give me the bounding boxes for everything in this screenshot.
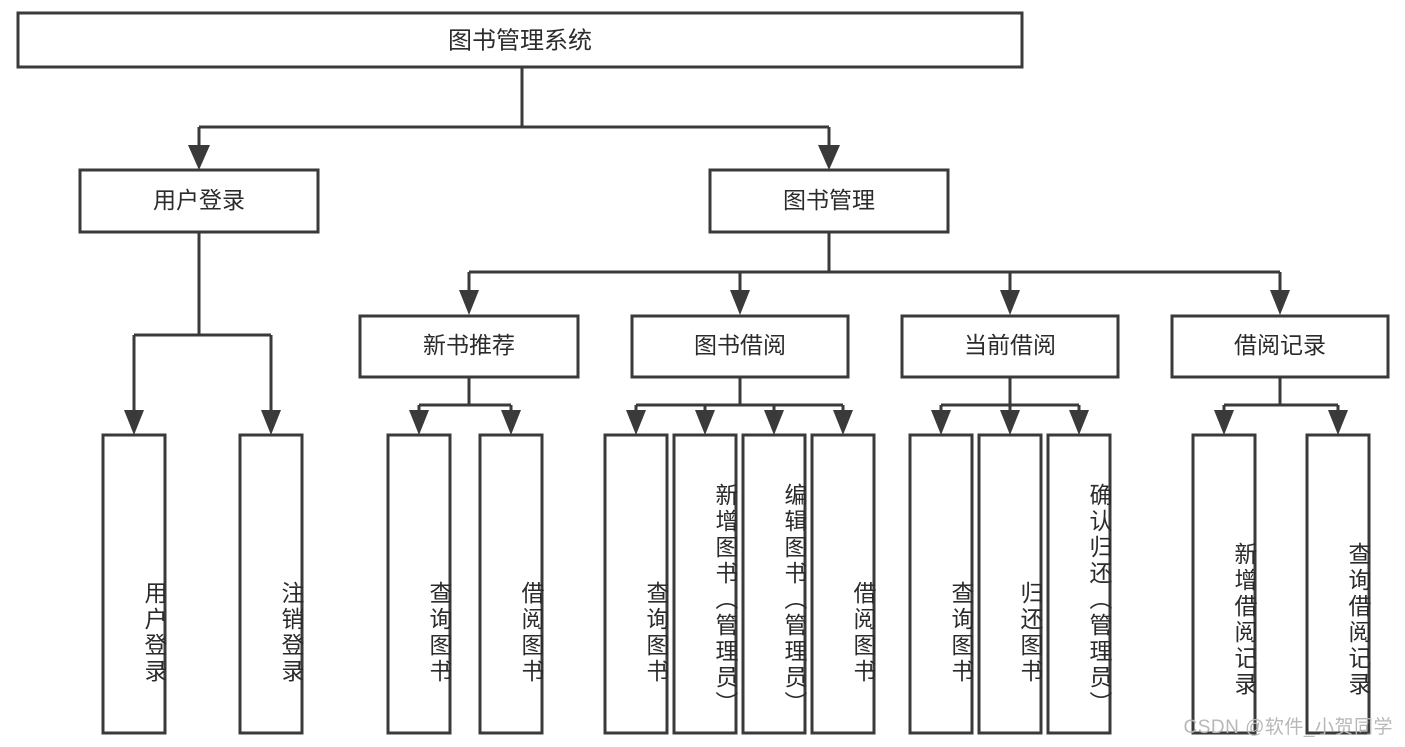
node-book-management[interactable]: 图书管理 — [708, 168, 950, 234]
leaf-box[interactable] — [1046, 433, 1112, 735]
node-root[interactable]: 图书管理系统 — [16, 11, 1024, 69]
connector-root-to-level1 — [188, 67, 840, 170]
leaf-box[interactable] — [810, 433, 876, 735]
node-book-management-label: 图书管理 — [783, 187, 875, 213]
leaf-box[interactable] — [741, 433, 807, 735]
node-new-book-recommend[interactable]: 新书推荐 — [358, 314, 580, 379]
leaf-box[interactable] — [1191, 433, 1257, 735]
leaf-box-group-new-book-recommend — [386, 433, 544, 735]
node-user-login[interactable]: 用户登录 — [78, 168, 320, 234]
node-book-borrow[interactable]: 图书借阅 — [630, 314, 850, 379]
node-current-borrow[interactable]: 当前借阅 — [900, 314, 1120, 379]
connector-current-borrow-to-leaves — [931, 377, 1089, 435]
node-book-borrow-label: 图书借阅 — [694, 332, 786, 358]
connector-book-borrow-to-leaves — [626, 377, 853, 435]
leaf-box-group-current-borrow — [908, 433, 1112, 735]
leaf-box[interactable] — [238, 433, 304, 735]
watermark: CSDN @软件_小贺同学 — [1183, 717, 1393, 738]
connector-new-book-to-leaves — [409, 377, 521, 435]
leaf-box-group-book-borrow — [603, 433, 876, 735]
node-user-login-label: 用户登录 — [153, 187, 245, 213]
connector-user-login-to-leaves — [124, 232, 281, 435]
leaf-box-group-borrow-record — [1191, 433, 1371, 735]
leaf-box[interactable] — [672, 433, 738, 735]
node-root-label: 图书管理系统 — [448, 27, 592, 54]
connector-book-management-to-level2 — [459, 232, 1290, 315]
node-borrow-record[interactable]: 借阅记录 — [1170, 314, 1390, 379]
leaf-box[interactable] — [101, 433, 167, 735]
leaf-box[interactable] — [977, 433, 1043, 735]
leaf-box[interactable] — [386, 433, 452, 735]
leaf-box[interactable] — [908, 433, 974, 735]
leaf-box[interactable] — [1305, 433, 1371, 735]
connector-borrow-record-to-leaves — [1214, 377, 1348, 435]
leaf-box[interactable] — [603, 433, 669, 735]
node-current-borrow-label: 当前借阅 — [964, 332, 1056, 358]
node-new-book-recommend-label: 新书推荐 — [423, 332, 515, 358]
leaf-box-group-user-login — [101, 433, 304, 735]
leaf-box[interactable] — [478, 433, 544, 735]
node-borrow-record-label: 借阅记录 — [1234, 332, 1326, 358]
